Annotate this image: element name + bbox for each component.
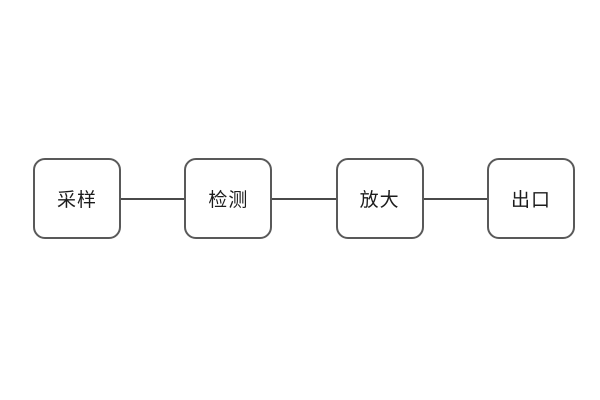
node-label-outlet: 出口: [510, 190, 551, 211]
node-label-sampling: 采样: [56, 190, 97, 211]
connector-line-3: [423, 197, 487, 200]
node-label-detection: 检测: [208, 190, 249, 211]
flow-node-detection: 检测: [184, 158, 273, 239]
flow-node-amplification: 放大: [335, 158, 424, 239]
flow-node-sampling: 采样: [33, 158, 121, 239]
flow-node-outlet: 出口: [486, 158, 575, 239]
connector-line-2: [272, 197, 336, 200]
node-label-amplification: 放大: [359, 190, 400, 211]
flowchart: 采样 检测 放大 出口: [33, 158, 575, 239]
connector-line-1: [121, 197, 185, 200]
